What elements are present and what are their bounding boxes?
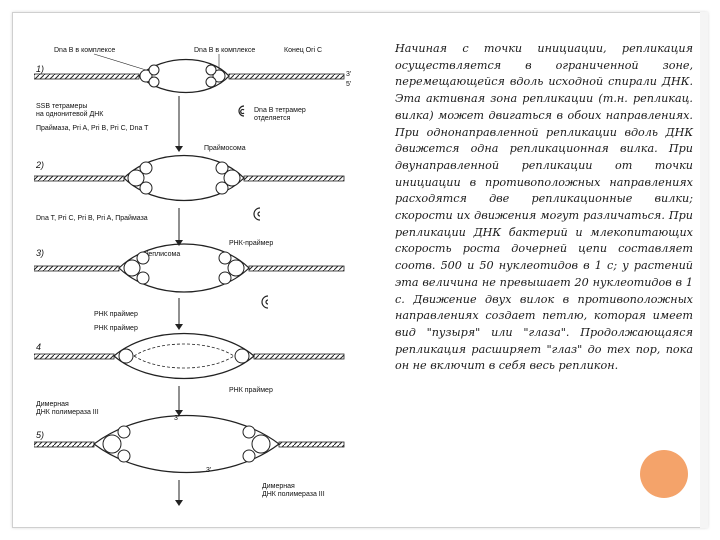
- label-replisome: Реплисома: [144, 251, 180, 258]
- dna-strand: [248, 265, 345, 272]
- replisome-protein: [118, 348, 134, 364]
- new-strand: [133, 355, 235, 369]
- label-dimer-left-2: ДНК полимераза III: [36, 409, 99, 416]
- polymerase-protein: [242, 425, 256, 439]
- label-rnk-primer-4: РНК праймер: [94, 324, 138, 332]
- label-dimer-right-2: ДНК полимераза III: [262, 491, 325, 498]
- dna-strand: [253, 353, 345, 360]
- primosome-protein: [127, 169, 145, 187]
- replication-bubble: [93, 415, 280, 473]
- step-1-number: 1): [36, 64, 44, 74]
- step-1-group: 1) Dna B в комплексе Dna B в комплексе К…: [33, 47, 351, 152]
- replisome-protein: [136, 251, 150, 265]
- step-4-number: 4: [36, 342, 41, 352]
- dna-strand: [33, 441, 95, 448]
- step-arrow-head: [175, 324, 183, 330]
- slide-frame-shadow: [700, 12, 708, 528]
- step-arrow-head: [175, 410, 183, 416]
- released-protein: [253, 207, 261, 221]
- primosome-protein: [223, 169, 241, 187]
- step-arrow-head: [175, 500, 183, 506]
- label-ssb-1: SSB тетрамеры: [36, 103, 87, 110]
- dna-strand: [228, 73, 345, 80]
- replication-figure: 1) Dna B в комплексе Dna B в комплексе К…: [33, 40, 369, 520]
- released-protein: [261, 295, 269, 309]
- label-dna-b-complex-left: Dna B в комплексе: [54, 47, 115, 54]
- label-3-prime-5a: 3': [174, 415, 179, 422]
- polymerase-protein: [117, 425, 131, 439]
- label-rnk-primer-left: РНК праймер: [94, 310, 138, 318]
- label-dna-b-complex-right: Dna B в комплексе: [194, 47, 255, 54]
- step-5-number: 5): [36, 430, 44, 440]
- step-arrow-head: [175, 240, 183, 246]
- dna-strand: [243, 175, 345, 182]
- primosome-protein: [139, 161, 153, 175]
- step-3-number: 3): [36, 248, 44, 258]
- dna-b-complex: [205, 64, 217, 76]
- label-primosome: Праймосома: [204, 144, 246, 152]
- decorative-orange-circle: [640, 450, 688, 498]
- new-strand: [133, 343, 235, 357]
- label-end-ori: Конец Ori C: [284, 47, 322, 54]
- primosome-protein: [215, 181, 229, 195]
- replication-bubble: [138, 59, 230, 93]
- label-dna-b-tetramer-2: отделяется: [254, 115, 291, 122]
- dna-b-complex: [205, 76, 217, 88]
- polymerase-protein: [117, 449, 131, 463]
- dna-strand: [33, 265, 120, 272]
- label-dimer-left-1: Димерная: [36, 401, 69, 408]
- body-paragraph: Начиная с точки инициации, репликация ос…: [395, 42, 693, 373]
- replication-bubble: [113, 333, 255, 379]
- replisome-protein: [218, 271, 232, 285]
- replication-bubble: [118, 243, 250, 293]
- replication-bubble: [123, 155, 245, 201]
- label-dimer-right-1: Димерная: [262, 483, 295, 490]
- polymerase-protein: [251, 434, 271, 454]
- label-ssb-2: на однонитевой ДНК: [36, 110, 104, 118]
- label-3-prime: 3': [346, 71, 351, 78]
- dna-strand: [278, 441, 345, 448]
- label-3-prime-5b: 3': [206, 467, 211, 474]
- replisome-protein: [227, 259, 245, 277]
- replisome-protein: [218, 251, 232, 265]
- label-rnk-primer-top: РНК-праймер: [229, 239, 273, 247]
- step-5-group: Димерная ДНК полимераза III 5) 3' 3' Дим…: [33, 401, 345, 506]
- step-2-number: 2): [35, 160, 44, 170]
- label-5-prime: 5': [346, 81, 351, 88]
- step-2-group: 2) Праймосома Dna T, Pri C, Pri B, Pri A…: [33, 144, 345, 246]
- step-3-group: 3) РНК-праймер Реплисома РНК праймер: [33, 239, 345, 330]
- label-primase-list: Праймаза, Pri A, Pri B, Pri C, Dna T: [36, 124, 149, 132]
- released-protein: [238, 105, 245, 117]
- dna-b-complex: [148, 76, 160, 88]
- primosome-protein: [215, 161, 229, 175]
- label-dna-t-list: Dna T, Pri C, Pri B, Pri A, Праймаза: [36, 214, 148, 222]
- dna-strand: [33, 175, 125, 182]
- polymerase-protein: [102, 434, 122, 454]
- primosome-protein: [139, 181, 153, 195]
- label-rnk-primer-4b: РНК праймер: [229, 386, 273, 394]
- replisome-protein: [123, 259, 141, 277]
- replisome-protein: [136, 271, 150, 285]
- pointer-line: [93, 53, 147, 71]
- polymerase-protein: [242, 449, 256, 463]
- replisome-protein: [234, 348, 250, 364]
- dna-strand: [33, 353, 115, 360]
- step-arrow-head: [175, 146, 183, 152]
- replication-diagram: 1) Dna B в комплексе Dna B в комплексе К…: [33, 47, 351, 506]
- label-dna-b-tetramer-1: Dna B тетрамер: [254, 107, 306, 114]
- dna-b-complex: [148, 64, 160, 76]
- dna-strand: [33, 73, 140, 80]
- step-4-group: РНК праймер 4 РНК праймер: [33, 324, 345, 416]
